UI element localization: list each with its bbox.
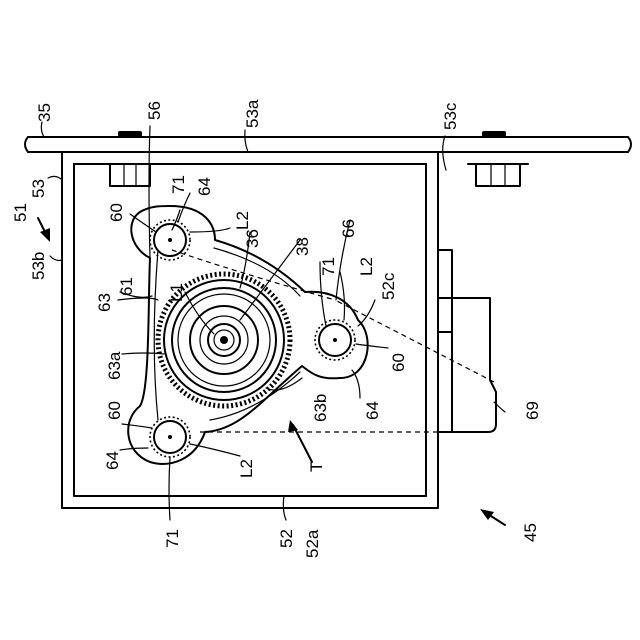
- label-64-right: 64: [363, 401, 382, 420]
- label-t: T: [307, 462, 326, 472]
- label-l2-top: L2: [233, 211, 252, 230]
- label-63b: 63b: [311, 394, 330, 422]
- label-53: 53: [29, 179, 48, 198]
- label-53c: 53c: [441, 102, 460, 130]
- label-52c: 52c: [379, 272, 398, 300]
- rail-35: [25, 131, 631, 152]
- label-64-bottom: 64: [103, 451, 122, 470]
- label-53b: 53b: [29, 252, 48, 280]
- member-69: [438, 250, 496, 432]
- label-51: 51: [11, 203, 30, 222]
- label-53a: 53a: [243, 99, 262, 128]
- label-60-right: 60: [389, 353, 408, 372]
- roller-bottom: [150, 417, 190, 457]
- label-69: 69: [523, 401, 542, 420]
- label-52: 52: [277, 529, 296, 548]
- label-60-top: 60: [107, 203, 126, 222]
- label-l2-bottom: L2: [237, 459, 256, 478]
- label-63: 63: [95, 293, 114, 312]
- label-60-bottom: 60: [105, 401, 124, 420]
- plate-63a-inner: [154, 248, 300, 420]
- label-35: 35: [35, 103, 54, 122]
- label-52a: 52a: [303, 529, 322, 558]
- label-l2-right: L2: [357, 257, 376, 276]
- arrow-45: [480, 509, 505, 525]
- label-64-top: 64: [195, 177, 214, 196]
- label-63a: 63a: [105, 351, 124, 380]
- label-l1: L1: [167, 283, 186, 302]
- label-71-top: 71: [169, 175, 188, 194]
- label-71-bottom: 71: [163, 529, 182, 548]
- labels: 35 53a 53c 56 51 53 53b 71 64 60 L2 36 6…: [11, 99, 542, 558]
- label-71-right: 71: [319, 257, 338, 276]
- bolt-right: [468, 152, 528, 186]
- label-36: 36: [243, 229, 262, 248]
- bolt-left: [104, 164, 156, 186]
- label-66: 66: [339, 219, 358, 238]
- label-38: 38: [293, 237, 312, 256]
- label-45: 45: [521, 523, 540, 542]
- label-56: 56: [145, 101, 164, 120]
- label-61: 61: [117, 277, 136, 296]
- arrow-t: [288, 420, 312, 462]
- arrow-51: [38, 218, 50, 242]
- roller-right: [315, 320, 355, 360]
